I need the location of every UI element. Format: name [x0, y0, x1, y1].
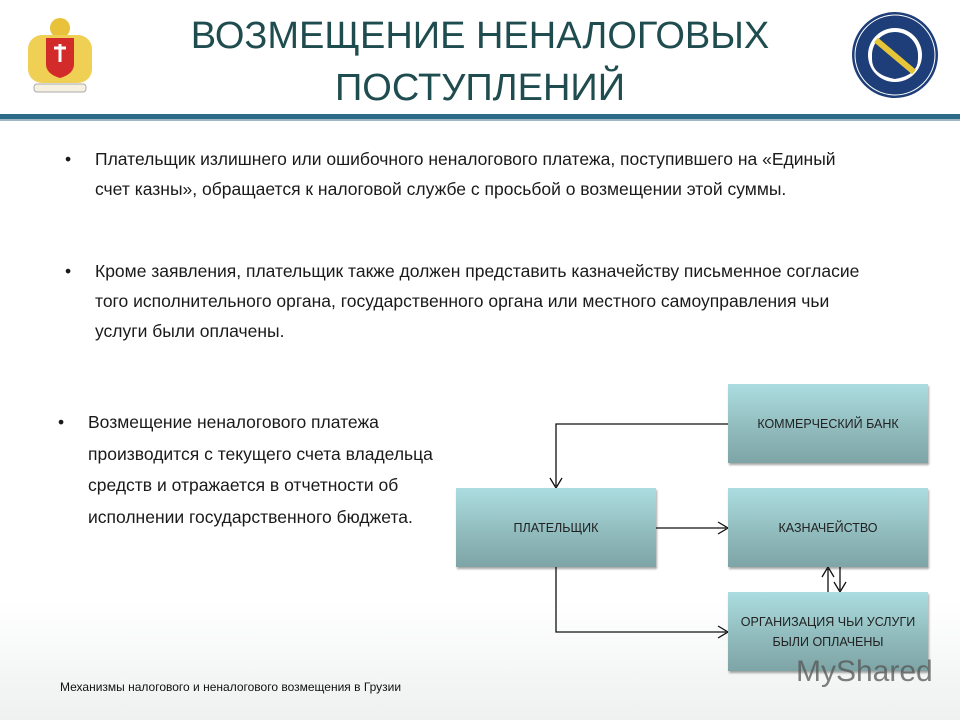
- watermark: MyShared: [796, 655, 933, 688]
- header-divider: [0, 114, 960, 121]
- bullet-3: •Возмещение неналогового платежа произво…: [58, 412, 433, 527]
- arrow-payer-to-treasury: [656, 521, 730, 535]
- coat-of-arms-logo: [28, 18, 92, 93]
- bullet-text: Плательщик излишнего или ошибочного нена…: [95, 149, 836, 199]
- title-line-1: ВОЗМЕЩЕНИЕ НЕНАЛОГОВЫХ: [190, 15, 770, 57]
- arrow-bank-to-payer: [549, 423, 728, 490]
- title-line-2: ПОСТУПЛЕНИЙ: [334, 67, 626, 109]
- box-commercial-bank: КОММЕРЧЕСКИЙ БАНК: [728, 384, 928, 463]
- bullet-2: •Кроме заявления, плательщик также долже…: [65, 261, 860, 341]
- arrow-org-to-treasury: [821, 565, 835, 592]
- arrow-payer-to-org: [555, 567, 730, 639]
- bullet-1: •Плательщик излишнего или ошибочного нен…: [65, 149, 836, 199]
- page-title: ВОЗМЕЩЕНИЕ НЕНАЛОГОВЫХ ПОСТУПЛЕНИЙ: [180, 10, 780, 114]
- box-payer: ПЛАТЕЛЬЩИК: [456, 488, 656, 567]
- state-treasury-seal: 1995: [852, 12, 938, 98]
- box-treasury: КАЗНАЧЕЙСТВО: [728, 488, 928, 567]
- arrow-treasury-to-org: [833, 567, 847, 594]
- bullet-text: Кроме заявления, плательщик также должен…: [95, 261, 860, 341]
- bullet-text: Возмещение неналогового платежа производ…: [88, 412, 433, 527]
- seal-year: 1995: [888, 85, 902, 91]
- box-organization: ОРГАНИЗАЦИЯ ЧЬИ УСЛУГИ БЫЛИ ОПЛАЧЕНЫ: [728, 592, 928, 671]
- footer-text: Механизмы налогового и неналогового возм…: [60, 680, 402, 694]
